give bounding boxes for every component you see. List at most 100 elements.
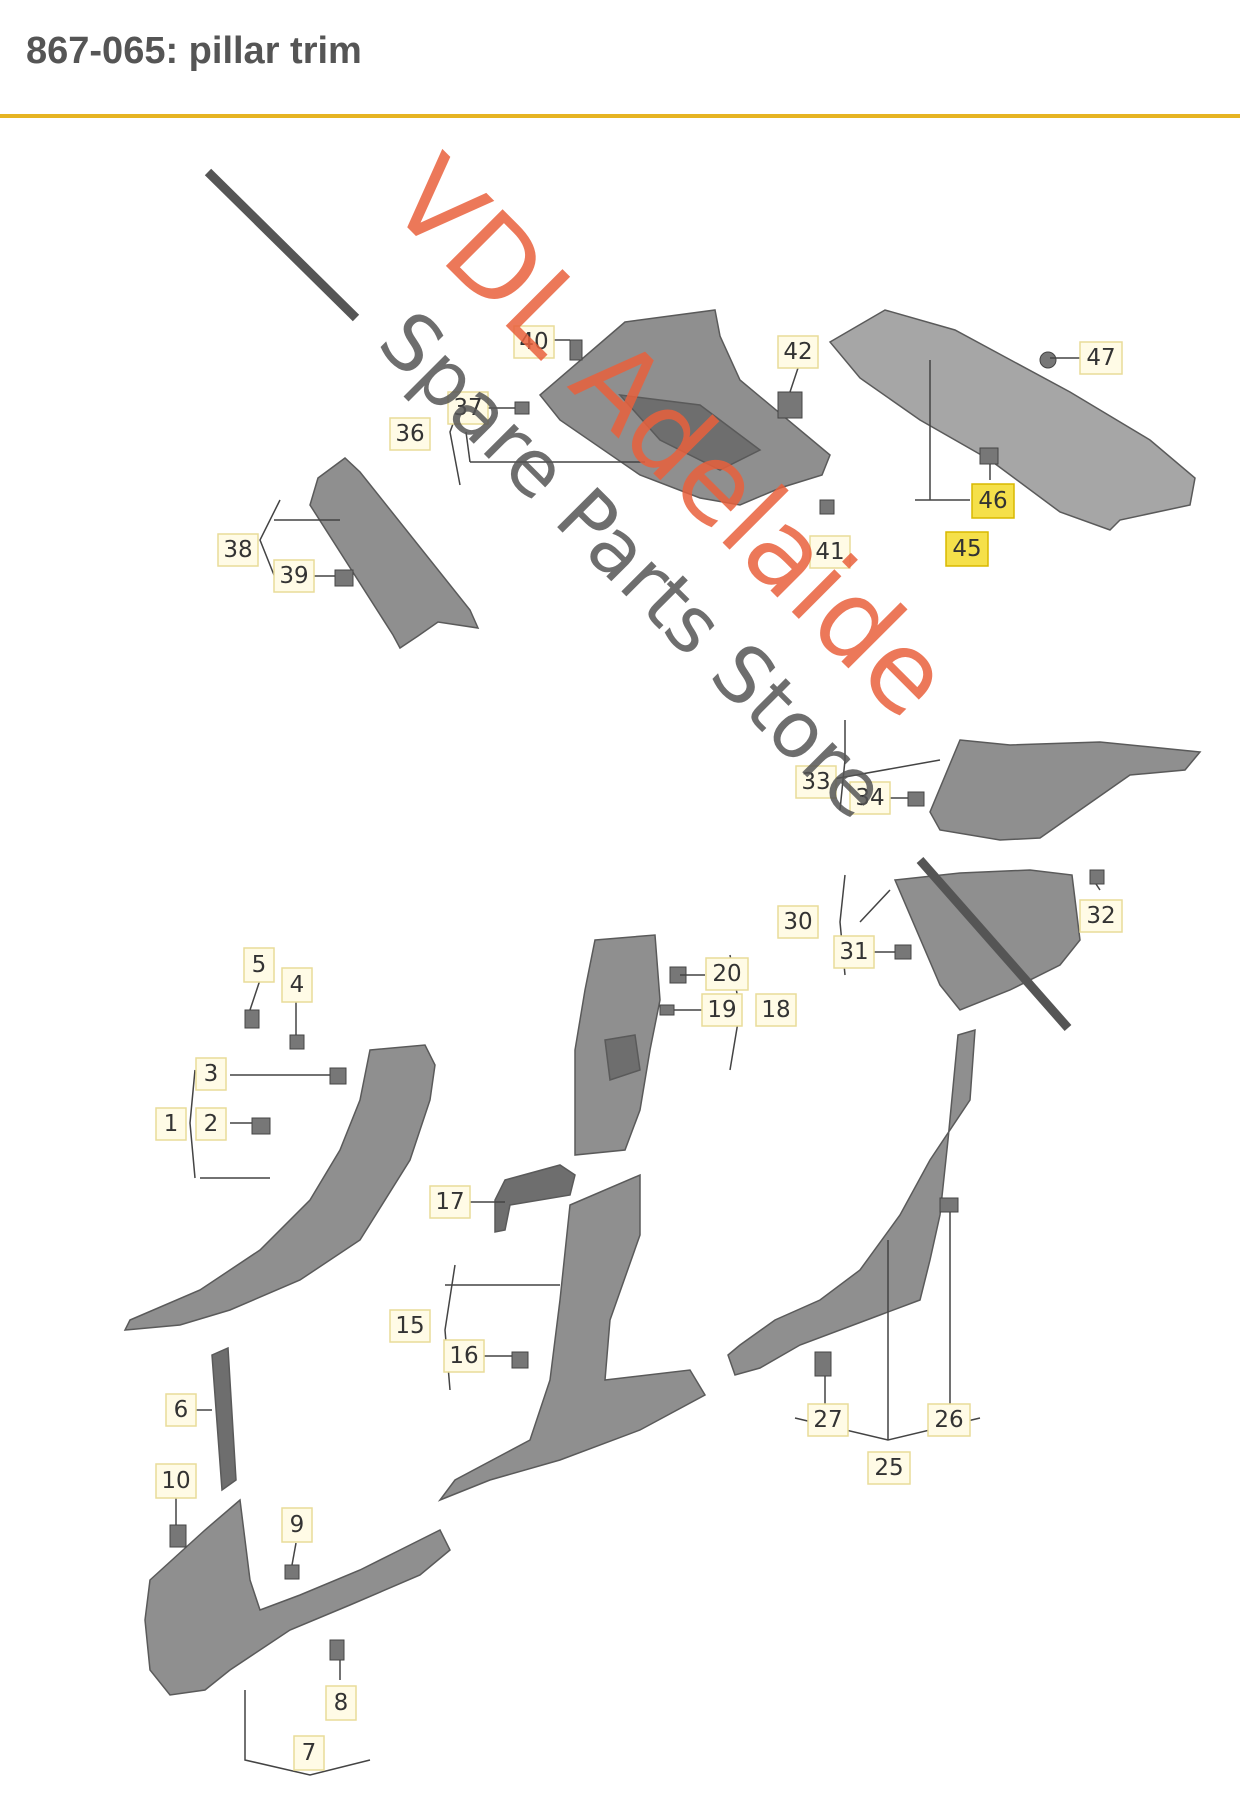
svg-text:19: 19 [707, 997, 736, 1023]
svg-text:46: 46 [978, 488, 1007, 514]
watermark-slash-bottom [916, 857, 1072, 1031]
svg-text:25: 25 [874, 1455, 903, 1481]
svg-text:9: 9 [290, 1512, 305, 1538]
clip-4 [289, 1034, 305, 1050]
callout-3[interactable]: 3 [195, 1057, 227, 1091]
svg-text:34: 34 [855, 785, 884, 811]
part-c-pillar-trim [929, 739, 1202, 841]
clip-19 [659, 1004, 675, 1016]
callout-16[interactable]: 16 [443, 1339, 485, 1373]
clip-16 [511, 1351, 529, 1369]
callout-18[interactable]: 18 [755, 993, 797, 1027]
callout-41[interactable]: 41 [809, 535, 851, 569]
clip-9 [284, 1564, 300, 1580]
svg-text:2: 2 [204, 1111, 219, 1137]
clip-40 [569, 339, 583, 361]
callout-46[interactable]: 46 [971, 483, 1015, 519]
callout-7[interactable]: 7 [293, 1735, 325, 1771]
svg-text:39: 39 [279, 563, 308, 589]
callout-27[interactable]: 27 [807, 1403, 849, 1437]
callout-2[interactable]: 2 [195, 1107, 227, 1141]
callout-25[interactable]: 25 [867, 1451, 911, 1485]
part-kick-panel [144, 1498, 451, 1696]
svg-text:30: 30 [783, 909, 812, 935]
callout-15[interactable]: 15 [389, 1309, 431, 1343]
svg-text:5: 5 [252, 952, 267, 978]
svg-text:38: 38 [223, 537, 252, 563]
callout-19[interactable]: 19 [701, 993, 743, 1027]
svg-text:20: 20 [712, 961, 741, 987]
svg-text:15: 15 [395, 1313, 424, 1339]
svg-text:18: 18 [761, 997, 790, 1023]
clip-42 [777, 391, 803, 419]
callout-39[interactable]: 37 [447, 391, 489, 425]
page-title: 867-065: pillar trim [26, 30, 362, 72]
part-upper-rear-panel-inner [618, 394, 762, 471]
callout-17[interactable]: 17 [429, 1185, 471, 1219]
callout-1[interactable]: 1 [155, 1107, 187, 1141]
part-b-pillar-handle [604, 1034, 641, 1082]
callout-33[interactable]: 33 [795, 765, 837, 799]
callout-34[interactable]: 34 [849, 781, 891, 815]
part-bracket [494, 1164, 576, 1233]
svg-text:42: 42 [783, 339, 812, 365]
part-a-pillar-upper [309, 457, 480, 650]
svg-text:40: 40 [519, 329, 548, 355]
svg-text:1: 1 [164, 1111, 179, 1137]
callout-30[interactable]: 30 [777, 905, 819, 939]
callout-47[interactable]: 47 [1079, 341, 1123, 375]
header-divider [0, 114, 1240, 118]
clip-5 [244, 1009, 260, 1029]
svg-text:45: 45 [952, 536, 981, 562]
part-a-pillar-lower [123, 1044, 436, 1331]
clip-10 [169, 1524, 187, 1548]
svg-text:6: 6 [174, 1397, 189, 1423]
svg-text:31: 31 [839, 939, 868, 965]
callout-6[interactable]: 6 [165, 1393, 197, 1427]
clip-26 [939, 1197, 959, 1213]
callout-10[interactable]: 10 [155, 1463, 197, 1499]
svg-text:37: 37 [453, 395, 482, 421]
clip-3 [329, 1067, 347, 1085]
part-trim-strip [211, 1346, 237, 1492]
callout-26[interactable]: 26 [927, 1403, 971, 1437]
part-b-pillar-lower [437, 1173, 707, 1502]
svg-text:41: 41 [815, 539, 844, 565]
callout-37[interactable]: 39 [273, 559, 315, 593]
callout-5[interactable]: 5 [243, 947, 275, 983]
svg-text:7: 7 [302, 1740, 317, 1766]
clip-46 [979, 447, 999, 465]
callout-36[interactable]: 38 [217, 533, 259, 567]
callout-45[interactable]: 45 [945, 531, 989, 567]
svg-text:27: 27 [813, 1407, 842, 1433]
clip-31 [894, 944, 912, 960]
svg-text:10: 10 [161, 1468, 190, 1494]
watermark-slash-top [204, 168, 360, 322]
svg-text:16: 16 [449, 1343, 478, 1369]
svg-text:36: 36 [395, 421, 424, 447]
clip-8 [329, 1639, 345, 1661]
svg-text:26: 26 [934, 1407, 963, 1433]
clip-34 [907, 791, 925, 807]
callout-9[interactable]: 9 [281, 1507, 313, 1543]
callout-8[interactable]: 8 [325, 1685, 357, 1721]
callout-42[interactable]: 42 [777, 335, 819, 369]
svg-text:4: 4 [290, 972, 305, 998]
callout-40[interactable]: 40 [513, 325, 555, 359]
clip-37 [334, 569, 354, 587]
diagram-header: 867-065: pillar trim [0, 0, 1240, 118]
callout-32[interactable]: 32 [1079, 899, 1123, 933]
clip-27 [814, 1351, 832, 1377]
svg-text:17: 17 [435, 1189, 464, 1215]
svg-text:3: 3 [204, 1061, 219, 1087]
callout-38[interactable]: 36 [389, 417, 431, 451]
clip-32 [1089, 869, 1105, 885]
svg-text:33: 33 [801, 769, 830, 795]
svg-text:32: 32 [1086, 903, 1115, 929]
callout-4[interactable]: 4 [281, 967, 313, 1003]
svg-text:8: 8 [334, 1690, 349, 1716]
callout-31[interactable]: 31 [833, 935, 875, 969]
svg-text:47: 47 [1086, 345, 1115, 371]
callout-20[interactable]: 20 [705, 957, 749, 991]
